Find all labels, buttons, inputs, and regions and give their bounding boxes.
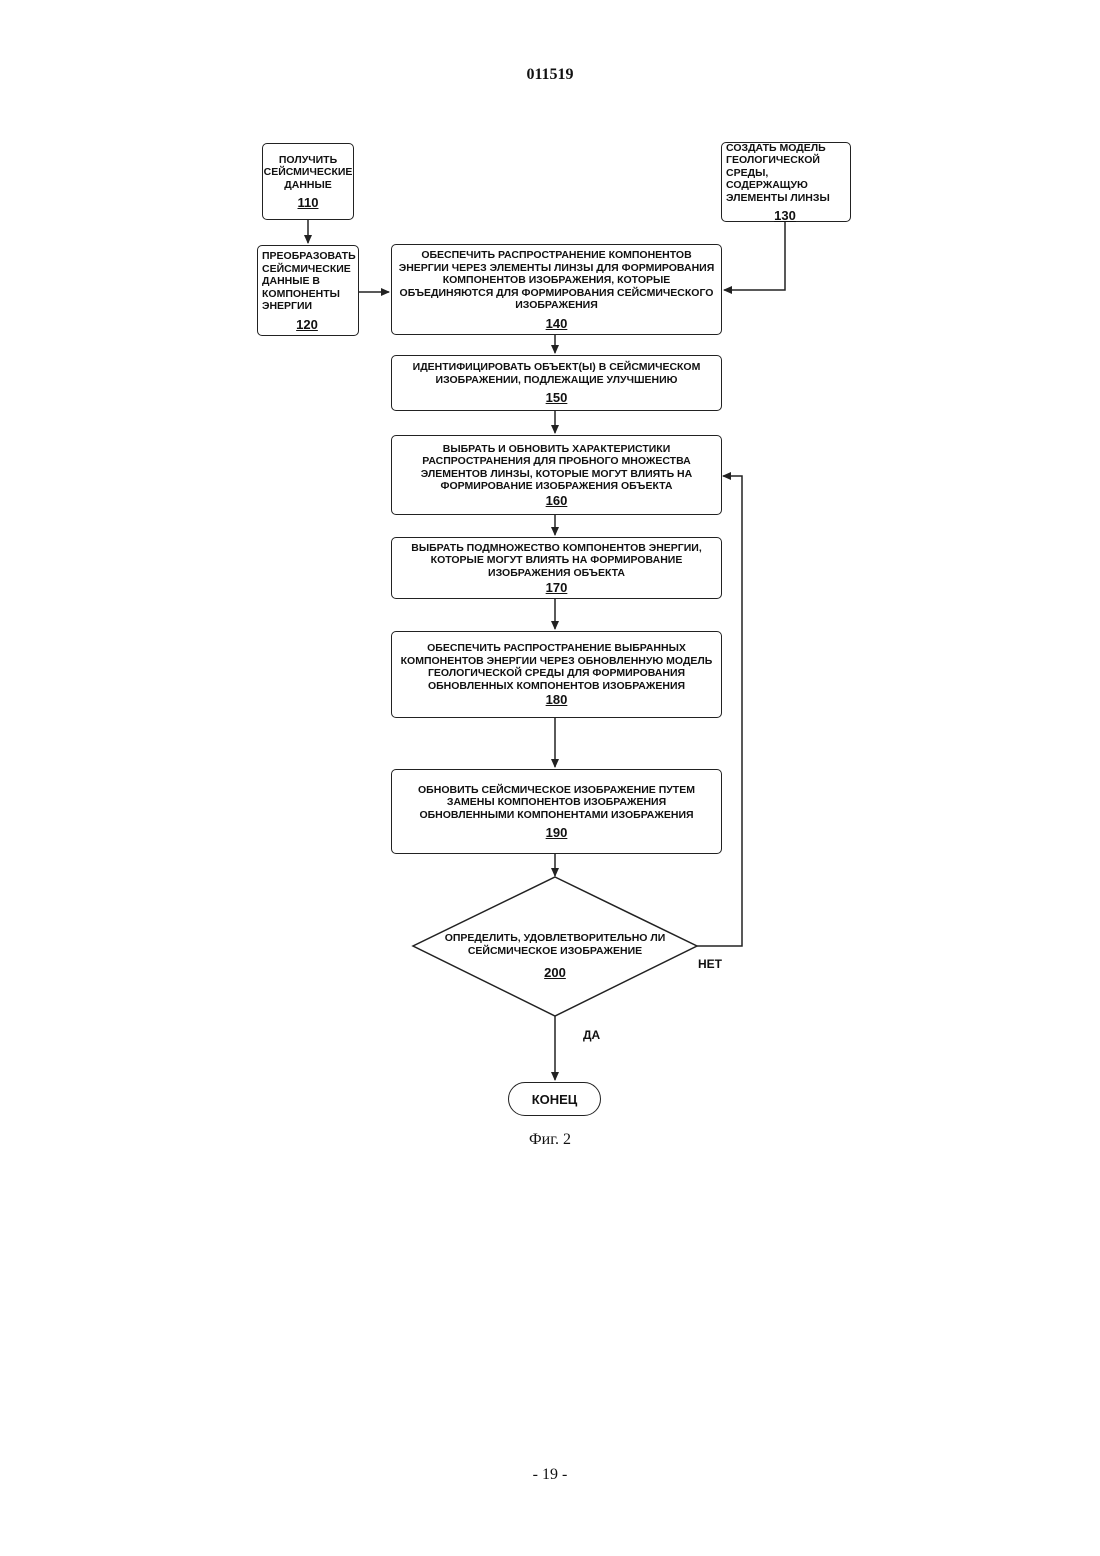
arrow-130-140 [724, 222, 785, 290]
page-number: - 19 - [0, 1466, 1100, 1484]
decision-200-number: 200 [425, 967, 685, 980]
step-110-number: 110 [298, 197, 319, 210]
step-180-text: ОБЕСПЕЧИТЬ РАСПРОСТРАНЕНИЕ ВЫБРАННЫХ КОМ… [398, 642, 715, 692]
branch-no-label: НЕТ [698, 957, 722, 971]
decision-200: ОПРЕДЕЛИТЬ, УДОВЛЕТВОРИТЕЛЬНО ЛИ СЕЙСМИЧ… [425, 932, 685, 980]
step-110-text: ПОЛУЧИТЬ СЕЙСМИЧЕСКИЕ ДАННЫЕ [264, 154, 353, 192]
decision-200-text: ОПРЕДЕЛИТЬ, УДОВЛЕТВОРИТЕЛЬНО ЛИ СЕЙСМИЧ… [445, 932, 666, 957]
step-180-box: ОБЕСПЕЧИТЬ РАСПРОСТРАНЕНИЕ ВЫБРАННЫХ КОМ… [391, 631, 722, 718]
step-190-text: ОБНОВИТЬ СЕЙСМИЧЕСКОЕ ИЗОБРАЖЕНИЕ ПУТЕМ … [398, 784, 715, 822]
step-160-text: ВЫБРАТЬ И ОБНОВИТЬ ХАРАКТЕРИСТИКИ РАСПРО… [398, 443, 715, 493]
step-160-box: ВЫБРАТЬ И ОБНОВИТЬ ХАРАКТЕРИСТИКИ РАСПРО… [391, 435, 722, 515]
step-130-number: 130 [774, 210, 796, 223]
branch-yes-label: ДА [583, 1028, 600, 1042]
step-140-text: ОБЕСПЕЧИТЬ РАСПРОСТРАНЕНИЕ КОМПОНЕНТОВ Э… [398, 249, 715, 312]
step-110-box: ПОЛУЧИТЬ СЕЙСМИЧЕСКИЕ ДАННЫЕ 110 [262, 143, 354, 220]
step-190-number: 190 [546, 827, 568, 840]
step-120-box: ПРЕОБРАЗОВАТЬ СЕЙСМИЧЕСКИЕ ДАННЫЕ В КОМП… [257, 245, 359, 336]
end-terminal: КОНЕЦ [508, 1082, 601, 1116]
step-150-box: ИДЕНТИФИЦИРОВАТЬ ОБЪЕКТ(Ы) В СЕЙСМИЧЕСКО… [391, 355, 722, 411]
step-180-number: 180 [546, 694, 568, 707]
step-140-number: 140 [546, 318, 568, 331]
step-170-text: ВЫБРАТЬ ПОДМНОЖЕСТВО КОМПОНЕНТОВ ЭНЕРГИИ… [398, 542, 715, 580]
step-130-box: СОЗДАТЬ МОДЕЛЬ ГЕОЛОГИЧЕСКОЙ СРЕДЫ, СОДЕ… [721, 142, 851, 222]
step-150-number: 150 [546, 392, 568, 405]
figure-caption: Фиг. 2 [0, 1131, 1100, 1149]
step-170-number: 170 [546, 582, 568, 595]
step-160-number: 160 [546, 495, 568, 508]
step-170-box: ВЫБРАТЬ ПОДМНОЖЕСТВО КОМПОНЕНТОВ ЭНЕРГИИ… [391, 537, 722, 599]
step-120-text: ПРЕОБРАЗОВАТЬ СЕЙСМИЧЕСКИЕ ДАННЫЕ В КОМП… [262, 250, 356, 313]
step-140-box: ОБЕСПЕЧИТЬ РАСПРОСТРАНЕНИЕ КОМПОНЕНТОВ Э… [391, 244, 722, 335]
step-190-box: ОБНОВИТЬ СЕЙСМИЧЕСКОЕ ИЗОБРАЖЕНИЕ ПУТЕМ … [391, 769, 722, 854]
step-150-text: ИДЕНТИФИЦИРОВАТЬ ОБЪЕКТ(Ы) В СЕЙСМИЧЕСКО… [398, 361, 715, 386]
step-130-text: СОЗДАТЬ МОДЕЛЬ ГЕОЛОГИЧЕСКОЙ СРЕДЫ, СОДЕ… [726, 142, 844, 205]
step-120-number: 120 [296, 319, 318, 332]
